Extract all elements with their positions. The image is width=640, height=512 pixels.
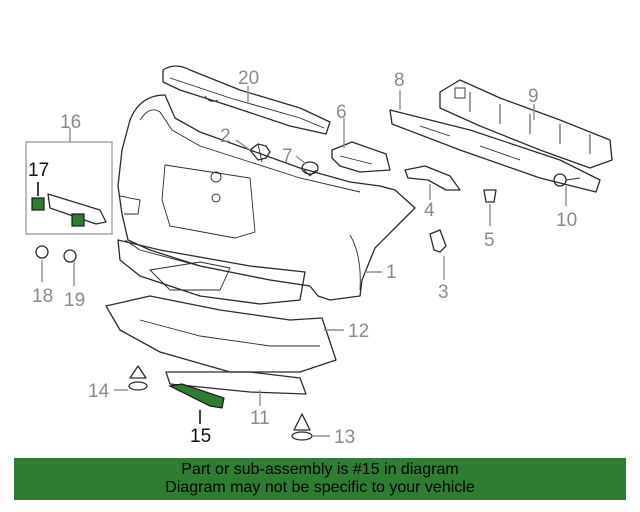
callout-2: 2 [220, 126, 231, 147]
callout-8: 8 [394, 70, 405, 91]
callout-12: 12 [348, 321, 369, 342]
callout-17: 17 [28, 160, 49, 181]
part-8-absorber[interactable] [389, 109, 601, 193]
callout-labels: 20 2 7 6 8 9 10 5 4 3 1 12 11 13 14 16 1… [28, 68, 577, 448]
part-16-assembly-box[interactable] [25, 141, 113, 235]
callout-3: 3 [438, 282, 449, 303]
leader-lines [37, 86, 567, 437]
part-20-garnish[interactable] [162, 65, 331, 135]
callout-5: 5 [484, 230, 495, 251]
callout-13: 13 [334, 427, 355, 448]
callout-11: 11 [250, 408, 270, 429]
part-5-screw[interactable] [483, 189, 497, 203]
callout-19: 19 [64, 290, 85, 311]
callout-18: 18 [32, 286, 53, 307]
callout-15: 15 [190, 426, 211, 447]
callout-1: 1 [386, 262, 397, 283]
part-lower-grille[interactable] [117, 239, 306, 305]
callout-14: 14 [88, 381, 110, 402]
part-9-beam[interactable] [439, 79, 613, 169]
part-4-bracket[interactable] [404, 165, 461, 191]
part-14-fastener[interactable] [128, 365, 148, 391]
part-6-bracket[interactable] [331, 141, 391, 173]
callout-9: 9 [528, 86, 539, 107]
part-1-bumper-face[interactable] [117, 94, 416, 301]
part-13-fastener[interactable] [291, 413, 313, 441]
part-10-bolt[interactable] [553, 173, 581, 187]
part-3-screw[interactable] [429, 229, 447, 253]
callout-10: 10 [556, 210, 577, 231]
callout-16: 16 [60, 112, 81, 133]
callout-20: 20 [238, 68, 259, 89]
part-7-clip[interactable] [301, 161, 319, 177]
part-12-diffuser[interactable] [105, 295, 337, 373]
part-15-spoiler-strip[interactable] [168, 383, 225, 409]
callout-6: 6 [336, 102, 347, 123]
callout-7: 7 [282, 146, 293, 167]
part-2-clip[interactable] [249, 143, 271, 163]
part-11-lower-garnish[interactable] [165, 371, 307, 395]
part-19-bolt[interactable] [63, 249, 77, 263]
info-banner: Part or sub-assembly is #15 in diagram D… [14, 458, 626, 500]
banner-line-1: Part or sub-assembly is #15 in diagram [181, 461, 459, 478]
part-18-bolt[interactable] [35, 245, 49, 259]
callout-4: 4 [424, 200, 435, 221]
banner-line-2: Diagram may not be specific to your vehi… [165, 479, 475, 496]
